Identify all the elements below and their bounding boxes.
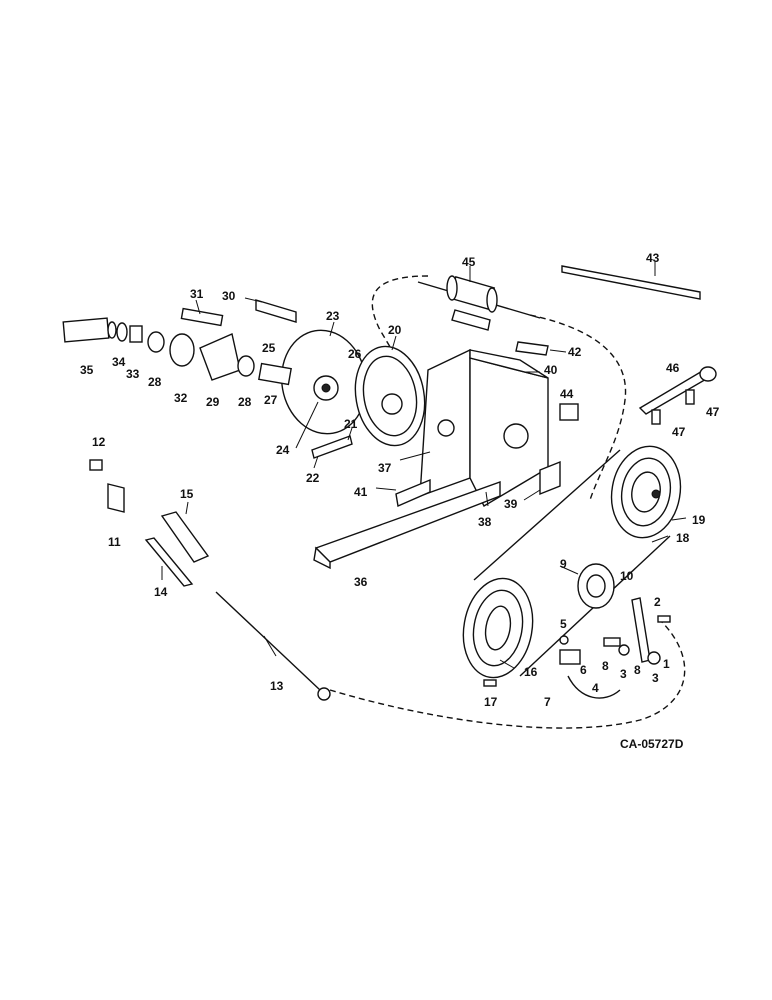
callout-47a: 47 xyxy=(706,405,720,419)
callout-9: 9 xyxy=(560,557,567,571)
callout-27: 27 xyxy=(264,393,278,407)
callout-20: 20 xyxy=(388,323,402,337)
rod-part xyxy=(561,265,701,300)
callout-10: 10 xyxy=(620,569,634,583)
callout-30: 30 xyxy=(222,289,236,303)
idler-arm-part xyxy=(603,597,671,665)
spring-clip-part xyxy=(559,403,579,421)
shaft-assembly-left xyxy=(62,299,297,386)
callout-46: 46 xyxy=(666,361,680,375)
key-strip-part xyxy=(311,435,353,459)
callout-8b: 8 xyxy=(634,663,641,677)
sheave-20 xyxy=(354,345,426,447)
callout-3a: 3 xyxy=(620,667,627,681)
callout-45: 45 xyxy=(462,255,476,269)
channel-part xyxy=(313,478,501,570)
callout-7: 7 xyxy=(544,695,551,709)
callout-6: 6 xyxy=(580,663,587,677)
callout-35: 35 xyxy=(80,363,94,377)
callout-47b: 47 xyxy=(672,425,686,439)
callout-34: 34 xyxy=(112,355,126,369)
callout-21: 21 xyxy=(344,417,358,431)
callout-38: 38 xyxy=(478,515,492,529)
cable-path-lower xyxy=(329,619,686,729)
callout-28b: 28 xyxy=(238,395,252,409)
callout-29: 29 xyxy=(206,395,220,409)
callout-44: 44 xyxy=(560,387,574,401)
threaded-rod-part xyxy=(144,537,194,587)
callout-11: 11 xyxy=(108,535,121,549)
frame-plates xyxy=(419,348,561,507)
callout-32: 32 xyxy=(174,391,188,405)
callout-19: 19 xyxy=(692,513,706,527)
callout-37: 37 xyxy=(378,461,392,475)
callout-3b: 3 xyxy=(652,671,659,685)
clamp-part xyxy=(107,483,125,513)
callout-39: 39 xyxy=(504,497,518,511)
callout-17: 17 xyxy=(484,695,498,709)
callout-15: 15 xyxy=(180,487,194,501)
callout-1: 1 xyxy=(663,657,670,671)
callout-36: 36 xyxy=(354,575,368,589)
leader-lines xyxy=(161,262,687,669)
callout-12: 12 xyxy=(92,435,106,449)
callout-31: 31 xyxy=(190,287,204,301)
callout-16: 16 xyxy=(524,665,538,679)
drawing-code: CA-05727D xyxy=(620,737,684,751)
callout-33: 33 xyxy=(126,367,140,381)
callout-41: 41 xyxy=(354,485,368,499)
bracket-6-part xyxy=(559,649,581,665)
sheave-16 xyxy=(462,577,534,679)
sheave-9 xyxy=(577,563,615,609)
callout-4: 4 xyxy=(592,681,599,695)
callout-13: 13 xyxy=(270,679,284,693)
callout-5: 5 xyxy=(560,617,567,631)
pin-17-part xyxy=(483,679,497,687)
callout-14: 14 xyxy=(154,585,168,599)
callout-42: 42 xyxy=(568,345,582,359)
tube-part xyxy=(160,511,210,563)
callout-43: 43 xyxy=(646,251,660,265)
long-rod-part xyxy=(215,591,331,701)
nut-part xyxy=(89,459,103,471)
callout-8a: 8 xyxy=(602,659,609,673)
callout-18: 18 xyxy=(676,531,690,545)
washer-5-part xyxy=(559,635,569,645)
callout-28a: 28 xyxy=(148,375,162,389)
lever-part xyxy=(638,366,717,425)
spring-4-part xyxy=(567,675,621,699)
callout-26: 26 xyxy=(348,347,362,361)
callout-24: 24 xyxy=(276,443,290,457)
callout-23: 23 xyxy=(326,309,340,323)
sheave-19 xyxy=(610,445,682,539)
callout-2: 2 xyxy=(654,595,661,609)
callout-labels: 1 2 3 3 4 5 6 7 8 8 9 10 11 12 13 14 15 … xyxy=(80,251,720,709)
callout-25: 25 xyxy=(262,341,276,355)
callout-22: 22 xyxy=(306,471,320,485)
bracket-part xyxy=(515,341,549,356)
cable-path-upper-right xyxy=(529,314,627,501)
shaft-bearing-part xyxy=(417,275,541,331)
callout-40: 40 xyxy=(544,363,558,377)
